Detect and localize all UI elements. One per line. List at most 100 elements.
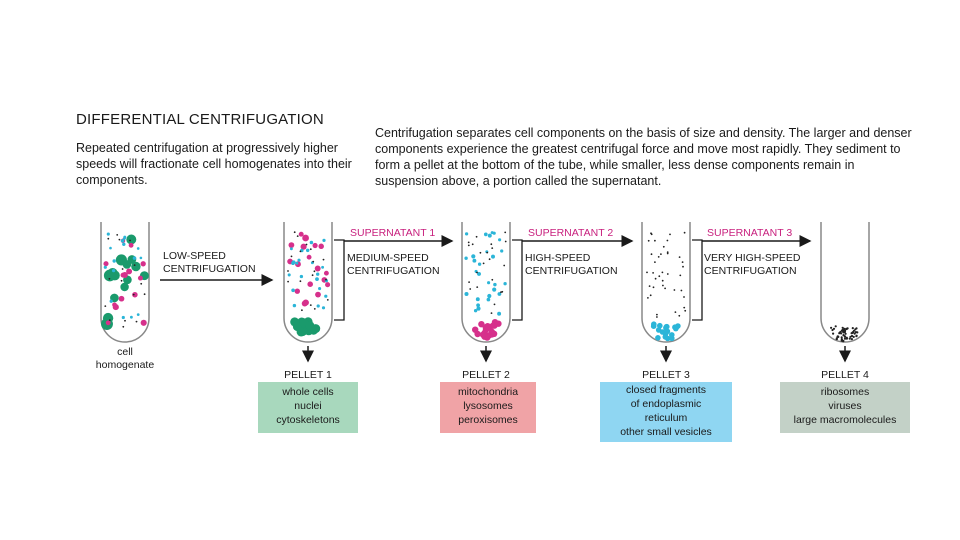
- macromolecule-particle: [504, 231, 507, 234]
- vesicle-particle: [471, 254, 476, 259]
- pellet-particle: [850, 334, 854, 338]
- vesicle-particle: [295, 261, 299, 265]
- organelle-particle: [301, 300, 308, 307]
- macromolecule-particle: [471, 243, 474, 246]
- vesicle-particle: [464, 256, 468, 260]
- macromolecule-particle: [669, 233, 671, 236]
- vesicle-particle: [305, 248, 310, 253]
- pellet-particle: [839, 330, 842, 333]
- pellet-particle: [651, 321, 657, 328]
- vesicle-particle: [491, 254, 495, 259]
- macromolecule-particle: [678, 314, 681, 317]
- step-speed-line1: HIGH-SPEED: [525, 252, 591, 264]
- macromolecule-particle: [124, 319, 126, 322]
- pellet-2-contents: mitochondria lysosomes peroxisomes: [440, 382, 536, 433]
- bracket-2: [512, 239, 523, 321]
- step-speed-line2: CENTRIFUGATION: [347, 264, 440, 277]
- macromolecule-particle: [657, 256, 660, 258]
- macromolecule-particle: [129, 239, 131, 242]
- macromolecule-particle: [679, 274, 682, 277]
- supernatant-3-label: SUPERNATANT 3: [707, 227, 793, 239]
- cell-particle: [126, 234, 137, 245]
- tube-homogenate: [100, 222, 150, 343]
- vesicle-particle: [129, 315, 133, 319]
- pellet-particle: [305, 321, 315, 331]
- vesicle-particle: [497, 311, 502, 316]
- vesicle-particle: [464, 291, 469, 297]
- macromolecule-particle: [649, 294, 652, 297]
- macromolecule-particle: [290, 255, 293, 258]
- pellet-1-contents: whole cells nuclei cytoskeletons: [258, 382, 358, 433]
- organelle-particle: [137, 275, 143, 281]
- macromolecule-particle: [108, 319, 111, 321]
- supernatant-1-label: SUPERNATANT 1: [350, 227, 436, 239]
- pellet-1-label: PELLET 1: [284, 369, 332, 381]
- macromolecule-particle: [322, 258, 325, 261]
- macromolecule-particle: [654, 239, 656, 242]
- macromolecule-particle: [468, 281, 470, 283]
- tube-1: [283, 222, 333, 343]
- content-item: lysosomes: [463, 400, 513, 412]
- vesicle-particle: [498, 238, 502, 242]
- macromolecule-particle: [491, 247, 494, 250]
- organelle-particle: [306, 254, 312, 260]
- pellet-particle: [845, 327, 848, 330]
- step-speed-line1: VERY HIGH-SPEED: [704, 252, 801, 264]
- pellet-particle: [664, 328, 671, 335]
- pellet-particle: [655, 335, 661, 341]
- macromolecule-particle: [107, 237, 110, 240]
- cell-particle: [122, 260, 132, 269]
- macromolecule-particle: [674, 311, 677, 313]
- vesicle-particle: [315, 277, 319, 281]
- content-item: other small vesicles: [620, 426, 712, 438]
- vesicle-particle: [477, 271, 481, 276]
- organelle-particle: [112, 304, 119, 311]
- content-item: peroxisomes: [458, 414, 518, 426]
- pellet-particle: [852, 329, 856, 332]
- macromolecule-particle: [652, 272, 654, 274]
- macromolecule-particle: [648, 285, 651, 287]
- pellet-particle: [855, 334, 858, 337]
- macromolecule-particle: [305, 243, 308, 246]
- macromolecule-particle: [467, 244, 470, 247]
- macromolecule-particle: [666, 252, 669, 255]
- macromolecule-particle: [652, 286, 655, 289]
- organelle-particle: [318, 243, 324, 250]
- macromolecule-particle: [104, 305, 107, 307]
- vesicle-particle: [309, 240, 314, 245]
- bracket-3: [692, 239, 703, 321]
- macromolecule-particle: [476, 286, 479, 288]
- vesicle-particle: [492, 287, 497, 292]
- vesicle-particle: [487, 281, 491, 285]
- organelle-particle: [325, 282, 331, 288]
- step-medium-speed: MEDIUM-SPEED CENTRIFUGATION: [347, 252, 440, 277]
- vesicle-particle: [292, 303, 297, 308]
- homogenate-label-line2: homogenate: [95, 359, 155, 371]
- vesicle-particle: [112, 259, 116, 263]
- vesicle-particle: [503, 282, 507, 286]
- macromolecule-particle: [683, 306, 686, 309]
- macromolecule-particle: [490, 312, 493, 314]
- macromolecule-particle: [683, 231, 686, 234]
- step-low-speed: LOW-SPEED CENTRIFUGATION: [163, 250, 256, 275]
- vesicle-particle: [324, 294, 328, 298]
- macromolecule-particle: [132, 293, 135, 296]
- macromolecule-particle: [500, 291, 502, 294]
- vesicle-particle: [291, 260, 296, 265]
- intro-text: Repeated centrifugation at progressively…: [76, 141, 352, 187]
- organelle-particle: [105, 320, 111, 326]
- macromolecule-particle: [116, 234, 119, 236]
- pellet-particle: [662, 334, 669, 340]
- organelle-particle: [126, 268, 133, 275]
- vesicle-particle: [492, 231, 496, 235]
- vesicle-particle: [297, 258, 301, 262]
- vesicle-particle: [291, 288, 295, 293]
- vesicle-particle: [477, 262, 482, 266]
- organelle-particle: [128, 242, 134, 248]
- vesicle-particle: [316, 304, 320, 308]
- content-item: whole cells: [282, 386, 334, 398]
- vesicle-particle: [318, 287, 322, 291]
- vesicle-particle: [139, 256, 143, 260]
- macromolecule-particle: [135, 320, 138, 323]
- macromolecule-particle: [666, 273, 669, 275]
